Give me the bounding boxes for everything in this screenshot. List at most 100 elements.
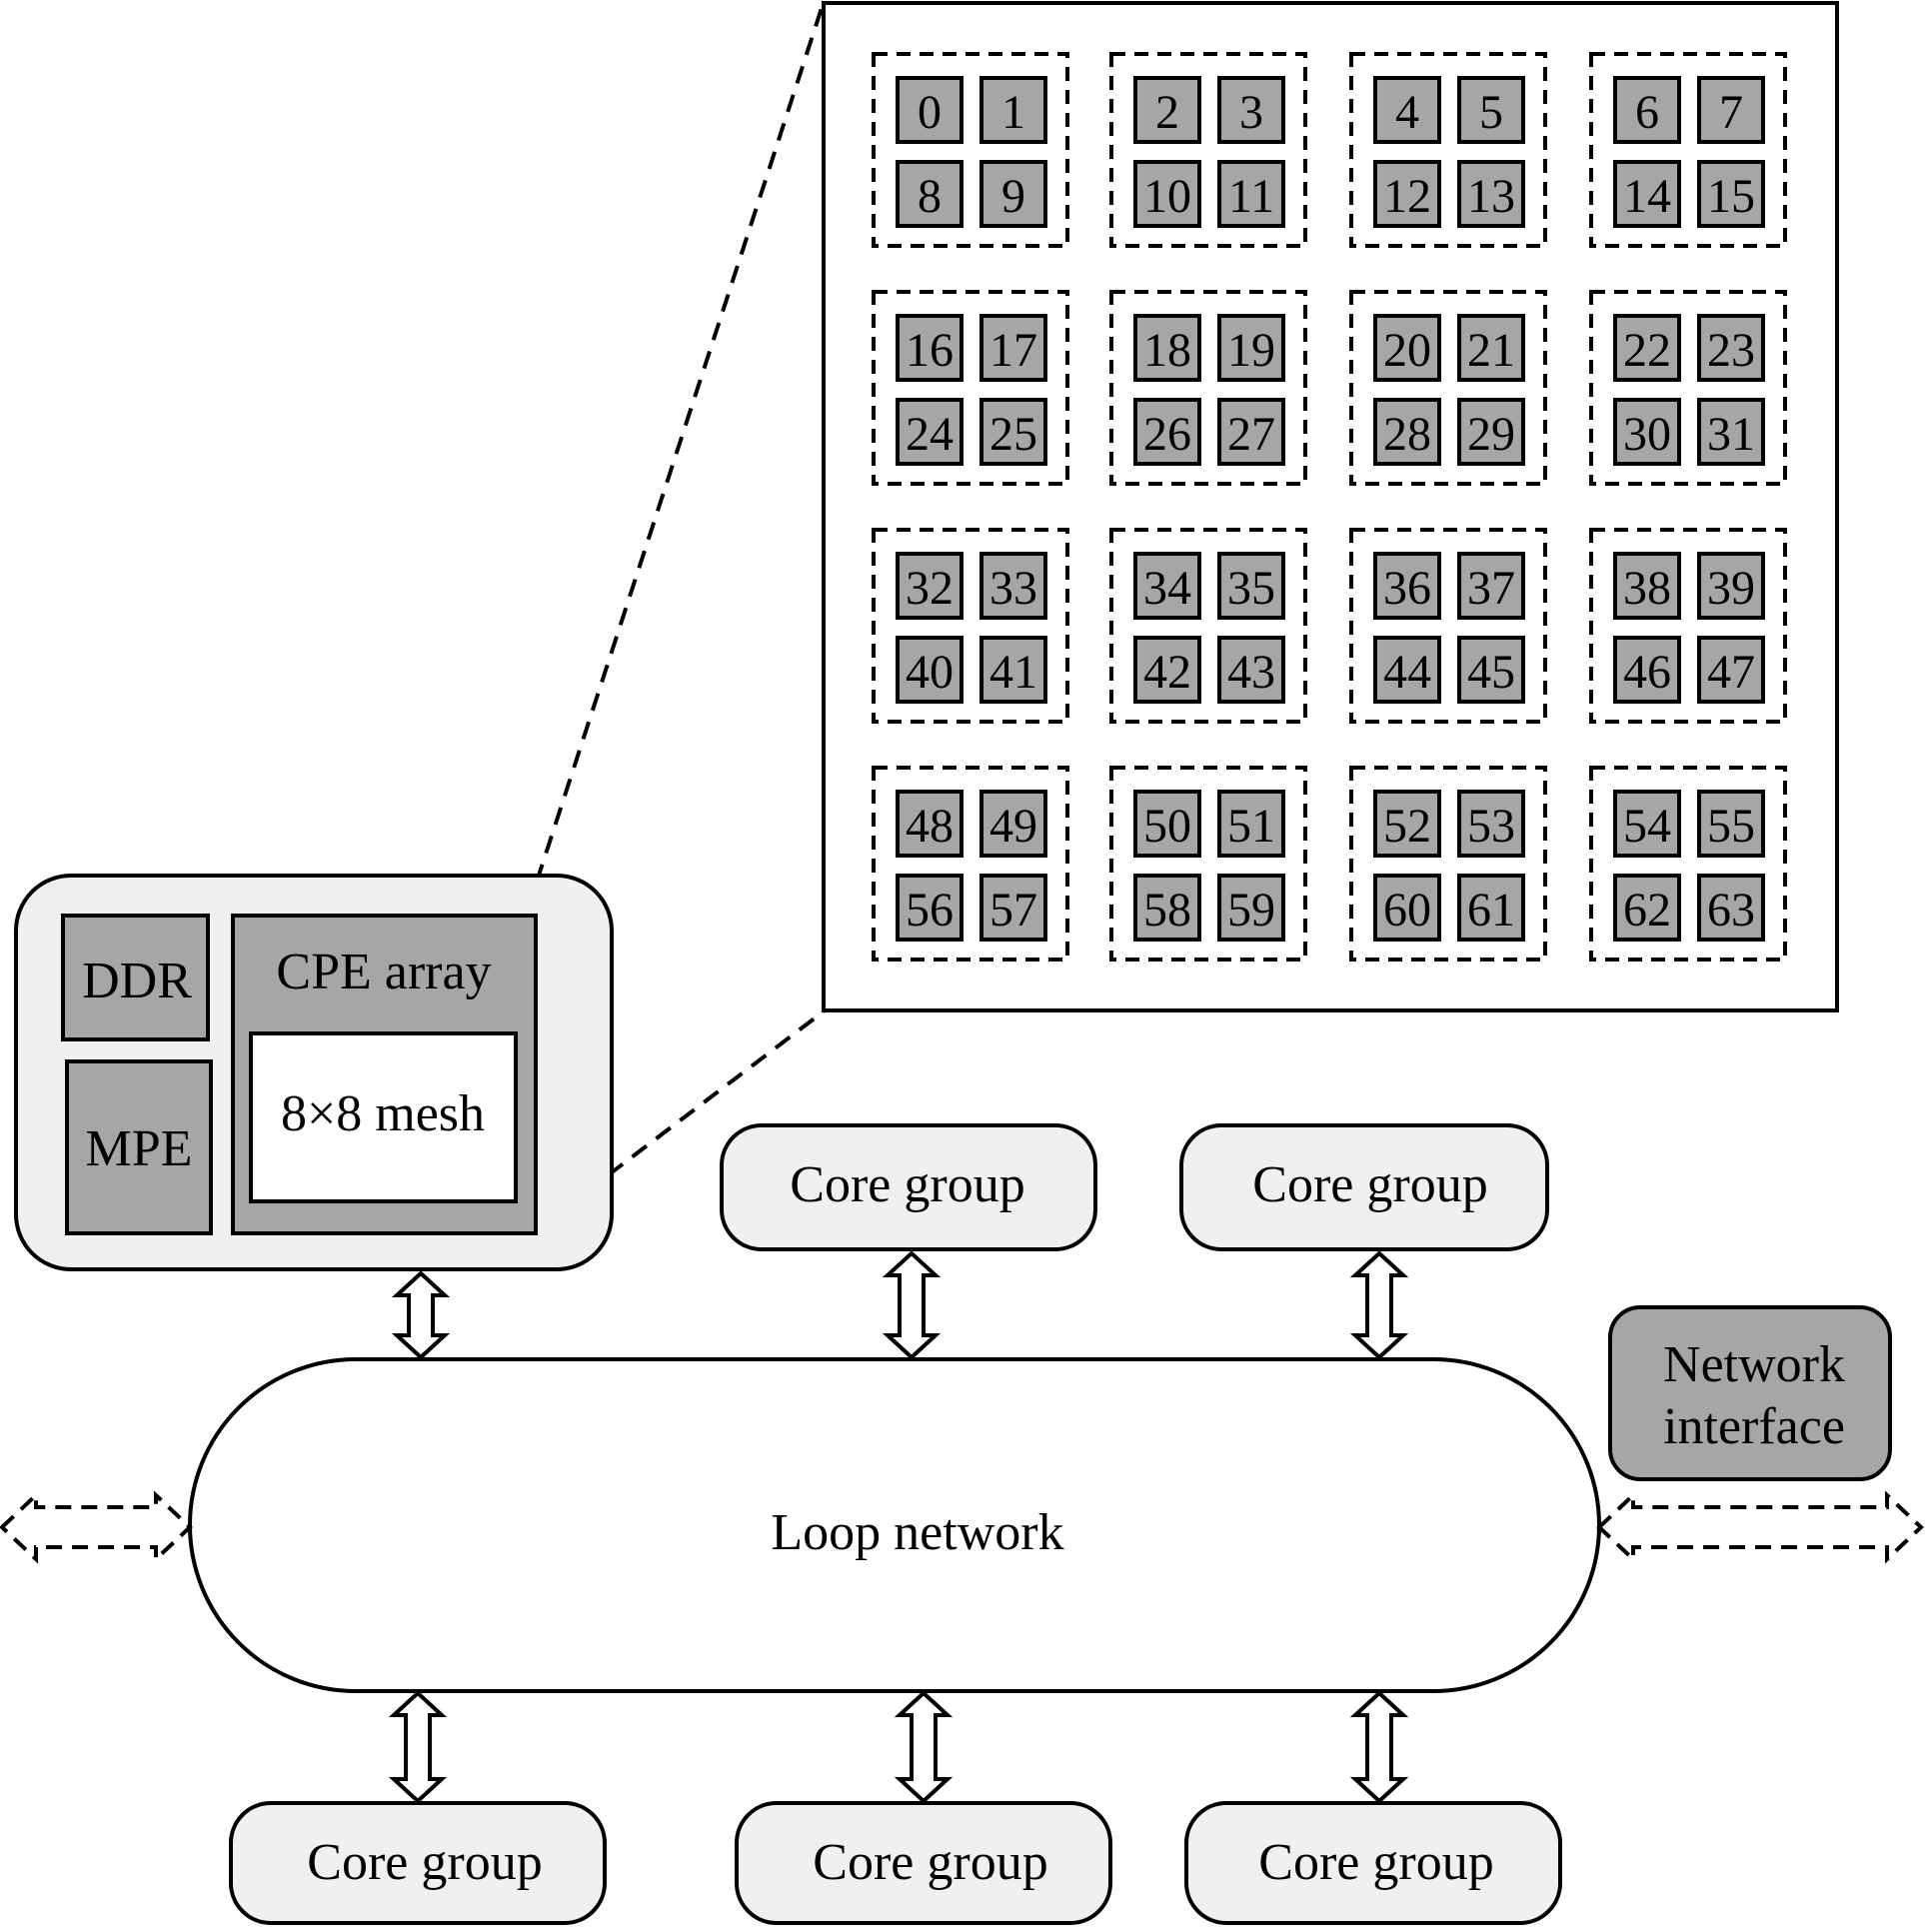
cpe-cell-number: 5	[1479, 86, 1503, 139]
cpe-cell	[1613, 314, 1681, 382]
cpe-cell	[1457, 398, 1525, 466]
cpe-cell	[1697, 636, 1765, 704]
cpe-cell-number: 29	[1467, 408, 1515, 461]
cpe-cell-number: 45	[1467, 646, 1515, 699]
cpe-cell	[1697, 398, 1765, 466]
core-group-bottom-1-label: Core group	[307, 1834, 542, 1891]
cpe-cell-number: 57	[989, 884, 1037, 937]
cpe-cluster	[872, 528, 1069, 724]
cpe-cluster	[1109, 766, 1307, 962]
cpe-cell-number: 52	[1383, 800, 1431, 853]
network-interface-label-line1: Network	[1663, 1336, 1845, 1393]
cpe-cell	[1373, 552, 1441, 620]
cpe-cluster	[872, 52, 1069, 248]
loop-network-label: Loop network	[771, 1504, 1063, 1561]
cpe-cell	[1133, 76, 1201, 144]
cpe-cell-number: 1	[1001, 86, 1025, 139]
cpe-cell	[1217, 552, 1285, 620]
cpe-cluster	[1349, 52, 1547, 248]
cpe-cell-number: 48	[906, 800, 954, 853]
cpe-cell-number: 2	[1155, 86, 1179, 139]
cpe-cell-number: 53	[1467, 800, 1515, 853]
cpe-cell	[1457, 76, 1525, 144]
cpe-cell-number: 21	[1467, 324, 1515, 377]
cpe-cell-number: 31	[1707, 408, 1755, 461]
core-group-bottom-2-label: Core group	[813, 1834, 1047, 1891]
cpe-cell-number: 4	[1395, 86, 1419, 139]
cpe-cell	[1613, 552, 1681, 620]
cpe-cell-number: 24	[906, 408, 954, 461]
cpe-cell	[1133, 314, 1201, 382]
network-interface-label-line2: interface	[1663, 1398, 1845, 1455]
cpe-cell-number: 49	[989, 800, 1037, 853]
cpe-cell-number: 32	[906, 562, 954, 615]
cpe-cell	[1133, 160, 1201, 228]
cpe-cell	[1613, 76, 1681, 144]
cpe-cell	[1457, 552, 1525, 620]
cpe-cell-number: 23	[1707, 324, 1755, 377]
cpe-cell-number: 14	[1623, 170, 1671, 223]
cpe-cluster	[1109, 52, 1307, 248]
cpe-cell	[1133, 398, 1201, 466]
cpe-cell	[1217, 874, 1285, 942]
cpe-cell-number: 51	[1227, 800, 1275, 853]
cpe-cell-number: 34	[1143, 562, 1191, 615]
cpe-cell-number: 60	[1383, 884, 1431, 937]
cpe-cell	[979, 314, 1047, 382]
cpe-cell-number: 63	[1707, 884, 1755, 937]
cpe-cell-number: 6	[1635, 86, 1659, 139]
cpe-cell	[1133, 874, 1201, 942]
core-group-top-1-label: Core group	[790, 1156, 1024, 1213]
core-group-top-1	[720, 1123, 1097, 1251]
cpe-cell-number: 36	[1383, 562, 1431, 615]
cpe-cluster	[1349, 528, 1547, 724]
cpe-cell	[979, 552, 1047, 620]
cpe-cell	[1613, 874, 1681, 942]
cpe-cell-number: 18	[1143, 324, 1191, 377]
cpe-cluster	[1349, 290, 1547, 486]
cpe-cell	[979, 398, 1047, 466]
cpe-cell-number: 58	[1143, 884, 1191, 937]
cpe-cell-number: 9	[1001, 170, 1025, 223]
cpe-cell	[1697, 314, 1765, 382]
cpe-cell	[896, 76, 963, 144]
cpe-cell-number: 42	[1143, 646, 1191, 699]
bidirectional-arrow	[1349, 1690, 1409, 1804]
cpe-cell-number: 8	[918, 170, 942, 223]
cpe-cell	[1457, 874, 1525, 942]
cpe-cell	[1133, 790, 1201, 858]
cpe-cell	[896, 636, 963, 704]
cpe-cell	[1373, 790, 1441, 858]
core-group-bottom-3	[1184, 1801, 1562, 1925]
cpe-cell-number: 13	[1467, 170, 1515, 223]
cpe-cell-number: 25	[989, 408, 1037, 461]
mesh-block	[249, 1031, 518, 1203]
cpe-cell	[1217, 636, 1285, 704]
cpe-cell-number: 22	[1623, 324, 1671, 377]
cpe-cell-number: 27	[1227, 408, 1275, 461]
cpe-cell-number: 11	[1228, 170, 1274, 223]
cpe-cell	[1613, 160, 1681, 228]
cpe-cell-number: 59	[1227, 884, 1275, 937]
mpe-block	[65, 1059, 213, 1235]
cpe-cell	[979, 76, 1047, 144]
cpe-cell	[1613, 790, 1681, 858]
ddr-block	[61, 914, 210, 1041]
cpe-cluster	[1589, 528, 1787, 724]
mpe-label: MPE	[86, 1120, 193, 1177]
bidirectional-arrow	[1349, 1250, 1409, 1360]
cpe-cell	[896, 314, 963, 382]
cpe-cell	[896, 160, 963, 228]
core-group-expanded: DDR MPE CPE array 8×8 mesh	[14, 874, 614, 1271]
bidirectional-arrow	[894, 1690, 954, 1804]
cpe-cell	[896, 398, 963, 466]
cpe-cluster	[1109, 528, 1307, 724]
cpe-cell-number: 20	[1383, 324, 1431, 377]
external-link-right-arrow	[1596, 1490, 1924, 1564]
cpe-cell	[1613, 636, 1681, 704]
mesh-label: 8×8 mesh	[281, 1085, 485, 1142]
cpe-cell-number: 17	[989, 324, 1037, 377]
cpe-cell-number: 43	[1227, 646, 1275, 699]
